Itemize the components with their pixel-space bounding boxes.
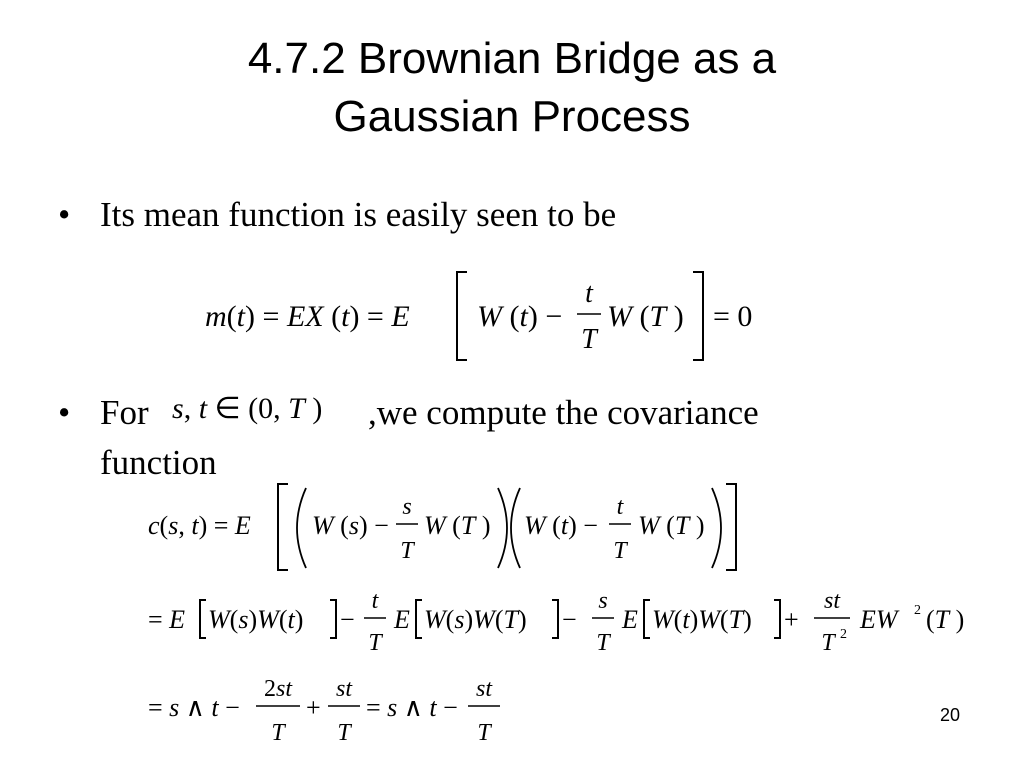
svg-text:s, t ∈ (0, T ): s, t ∈ (0, T ): [172, 392, 322, 425]
svg-text:−: −: [562, 605, 577, 634]
svg-text:st: st: [824, 588, 841, 614]
svg-text:m(t) = EX (t) = E: m(t) = EX (t) = E: [205, 300, 410, 333]
svg-text:T: T: [596, 630, 611, 656]
bullet-covariance: • For s, t ∈ (0, T ) ,we compute the cov…: [58, 390, 958, 490]
svg-text:s: s: [402, 494, 411, 520]
bullet-text-line2: function: [100, 443, 217, 482]
svg-text:(T ): (T ): [926, 605, 964, 634]
bullet-text: Its mean function is easily seen to be: [100, 195, 617, 234]
svg-text:EW: EW: [859, 605, 900, 634]
slide-title-line2: Gaussian Process: [333, 92, 691, 141]
svg-text:T: T: [581, 324, 599, 355]
equation-mean: m(t) = EX (t) = E W (t) − t T W (T ) = 0: [205, 268, 785, 373]
svg-text:T: T: [337, 720, 352, 746]
svg-text:T: T: [821, 630, 836, 656]
svg-text:+: +: [784, 605, 799, 634]
svg-text:E: E: [621, 605, 638, 634]
slide-title: 4.7.2 Brownian Bridge as a Gaussian Proc…: [0, 30, 1024, 146]
svg-text:W (T ): W (T ): [607, 300, 684, 333]
svg-text:W(s)W(t): W(s)W(t): [208, 605, 303, 634]
svg-text:W (T ): W (T ): [638, 511, 704, 540]
svg-text:W (t) −: W (t) −: [524, 511, 598, 540]
svg-text:st: st: [476, 676, 493, 702]
equation-domain: s, t ∈ (0, T ): [168, 388, 368, 444]
bullet-text-before: For: [100, 393, 149, 432]
svg-text:W (s) −: W (s) −: [312, 511, 389, 540]
svg-text:2: 2: [914, 603, 921, 618]
svg-text:T: T: [400, 538, 415, 564]
equation-cov-line1: c(s, t) = E W (s) − s T W (T ) W (t) − t…: [148, 478, 768, 583]
svg-text:−: −: [340, 605, 355, 634]
equation-cov-line2: = E W(s)W(t) − t T E W(s)W(T) − s T E W(…: [148, 586, 978, 671]
equation-cov-line3: = s ∧ t − 2st T + st T = s ∧ t − st T: [148, 672, 528, 757]
svg-text:T: T: [368, 630, 383, 656]
svg-text:t: t: [617, 494, 625, 520]
svg-text:s: s: [598, 588, 607, 614]
bullet-text-after: ,we compute the covariance: [368, 393, 759, 432]
svg-text:T: T: [477, 720, 492, 746]
svg-text:W (t) −: W (t) −: [477, 300, 562, 333]
page-number: 20: [939, 705, 960, 725]
svg-text:= 0: = 0: [713, 300, 752, 333]
bullet-marker: •: [58, 393, 71, 432]
svg-text:2: 2: [840, 627, 847, 642]
svg-text:2st: 2st: [264, 676, 293, 702]
svg-text:= s ∧ t −: = s ∧ t −: [148, 693, 240, 722]
svg-text:W(s)W(T): W(s)W(T): [424, 605, 527, 634]
svg-text:t: t: [585, 278, 594, 309]
svg-text:c(s, t) = E: c(s, t) = E: [148, 511, 251, 540]
svg-text:= E: = E: [148, 605, 185, 634]
svg-text:+: +: [306, 693, 321, 722]
svg-text:T: T: [613, 538, 628, 564]
svg-text:= s ∧ t −: = s ∧ t −: [366, 693, 458, 722]
svg-text:W (T ): W (T ): [424, 511, 490, 540]
bullet-marker: •: [58, 195, 71, 234]
svg-text:E: E: [393, 605, 410, 634]
slide-title-line1: 4.7.2 Brownian Bridge as a: [247, 34, 777, 83]
svg-text:T: T: [271, 720, 286, 746]
svg-text:st: st: [336, 676, 353, 702]
svg-text:W(t)W(T): W(t)W(T): [652, 605, 752, 634]
svg-text:t: t: [372, 588, 380, 614]
